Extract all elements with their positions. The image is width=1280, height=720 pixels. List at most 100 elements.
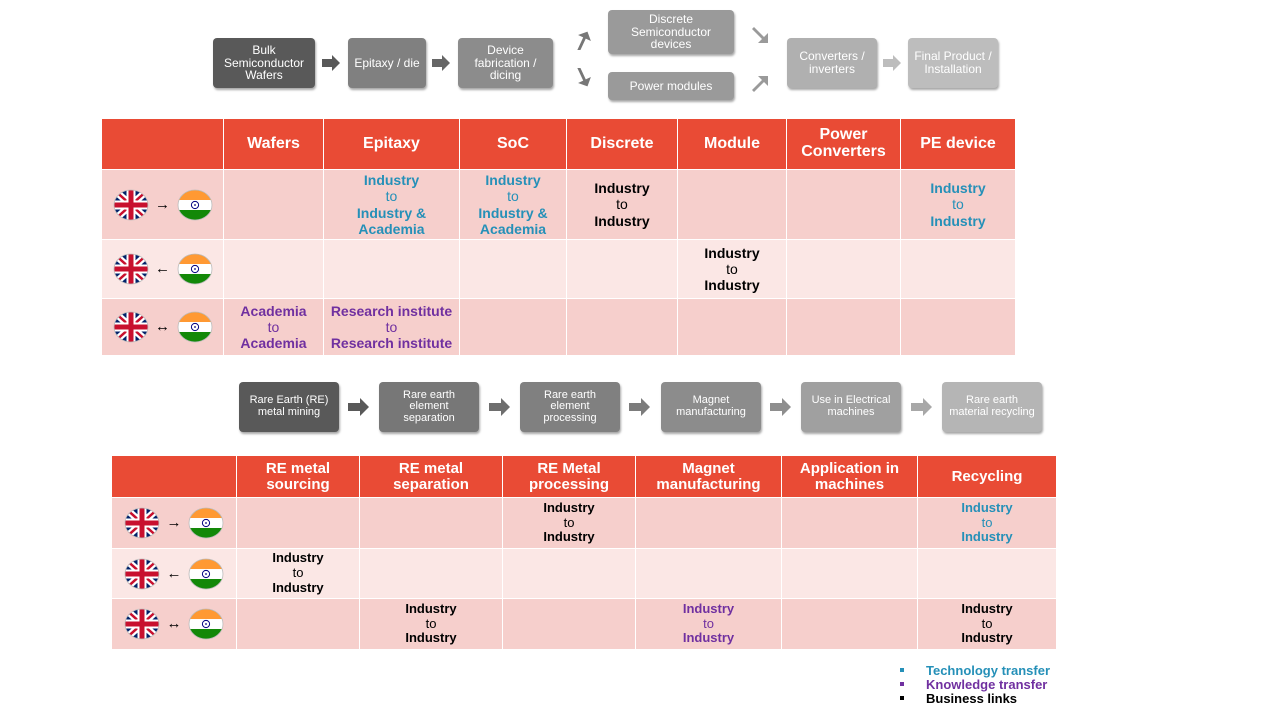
arrow-up-right-icon: [752, 76, 768, 92]
link-from: Research institute: [330, 302, 453, 319]
table-cell: [677, 169, 787, 240]
india-flag-icon: [177, 189, 213, 221]
table-cell: [786, 298, 901, 356]
table-cell: [781, 598, 918, 650]
table-cell: [236, 497, 360, 549]
table-cell: [236, 598, 360, 650]
link-from: Industry: [961, 600, 1013, 616]
link-from: Academia: [240, 302, 307, 319]
header-power-converters: Power Converters: [786, 118, 901, 170]
relation-cell: ↔: [111, 598, 237, 650]
header-discrete: Discrete: [566, 118, 678, 170]
legend-marker: [900, 682, 904, 686]
relation-cell: ←: [111, 548, 237, 599]
legend: Technology transfer Knowledge transfer B…: [900, 663, 1050, 706]
table-cell: [786, 239, 901, 299]
table-cell: [566, 298, 678, 356]
flow-re-processing: Rare earth element processing: [520, 382, 620, 432]
table-cell: [502, 598, 636, 650]
legend-item-business: Business links: [900, 690, 1050, 706]
legend-marker: [900, 668, 904, 672]
table-cell: [635, 497, 782, 549]
direction-arrow-icon: ↔: [155, 318, 170, 336]
uk-flag-icon: [113, 311, 149, 343]
flow-converters: Converters / inverters: [787, 38, 877, 88]
table-header-row: RE metal sourcing RE metal separation RE…: [111, 455, 1057, 498]
semiconductor-table: Wafers Epitaxy SoC Discrete Module Power…: [101, 118, 1016, 356]
flag-direction: ↔: [102, 311, 223, 343]
link-to: to: [703, 615, 714, 631]
link-to: to: [726, 260, 738, 277]
flag-direction: ←: [102, 253, 223, 285]
legend-marker: [900, 696, 904, 700]
arrow-right-icon: [432, 55, 450, 71]
header-re-metal-processing: RE Metal processing: [502, 455, 636, 498]
table-cell: [917, 548, 1057, 599]
legend-item-knowledge: Knowledge transfer: [900, 676, 1050, 692]
table-cell: [900, 298, 1016, 356]
flow-discrete-devices: Discrete Semiconductor devices: [608, 10, 734, 54]
link-target: Industry: [961, 630, 1013, 646]
relation-cell: ↔: [101, 298, 224, 356]
link-target: Industry & Academia: [478, 204, 548, 237]
arrow-right-icon: [322, 55, 340, 71]
header-re-metal-sourcing: RE metal sourcing: [236, 455, 360, 498]
link-to: to: [385, 318, 398, 335]
uk-flag-icon: [124, 558, 160, 590]
table-cell: [459, 298, 567, 356]
direction-arrow-icon: ←: [155, 260, 170, 278]
link-to: to: [563, 514, 575, 530]
link-to: to: [507, 188, 519, 205]
relation-cell: →: [101, 169, 224, 240]
india-flag-icon: [188, 507, 224, 539]
uk-flag-icon: [124, 507, 160, 539]
link-to: to: [616, 196, 628, 213]
table-cell: [359, 548, 503, 599]
arrow-up-right-icon: [577, 31, 591, 50]
uk-flag-icon: [113, 189, 149, 221]
link-from: Industry: [704, 244, 760, 261]
link-target: Research institute: [330, 335, 453, 352]
header-epitaxy: Epitaxy: [323, 118, 460, 170]
link-target: Industry: [961, 529, 1013, 545]
legend-label: Business links: [926, 690, 1018, 706]
arrow-down-right-icon: [752, 27, 768, 43]
link-target: Industry: [930, 212, 986, 229]
table-cell: [323, 239, 460, 299]
table-cell: [786, 169, 901, 240]
legend-label: Knowledge transfer: [926, 676, 1048, 692]
flow-re-recycling: Rare earth material recycling: [942, 382, 1042, 432]
rare-earth-table: RE metal sourcing RE metal separation RE…: [111, 455, 1057, 650]
link-from: Industry: [485, 172, 541, 189]
table-cell: [223, 239, 324, 299]
flag-direction: ←: [112, 558, 236, 590]
flow-magnet-manufacturing: Magnet manufacturing: [661, 382, 761, 432]
link-from: Industry: [930, 180, 986, 197]
arrow-right-icon: [911, 398, 932, 416]
flag-direction: →: [112, 507, 236, 539]
link-from: Industry: [682, 600, 735, 616]
link-target: Industry: [405, 630, 457, 646]
flow-power-modules: Power modules: [608, 72, 734, 100]
link-to: to: [981, 615, 993, 631]
link-from: Industry: [594, 180, 650, 197]
legend-item-technology: Technology transfer: [900, 663, 1050, 678]
table-cell: [635, 548, 782, 599]
direction-arrow-icon: ↔: [166, 615, 182, 633]
header-application-in-machines: Application in machines: [781, 455, 918, 498]
table-cell: [781, 497, 918, 549]
uk-flag-icon: [124, 608, 160, 640]
india-flag-icon: [177, 253, 213, 285]
arrow-right-icon: [489, 398, 510, 416]
direction-arrow-icon: ←: [166, 564, 182, 582]
link-target: Industry: [543, 529, 595, 545]
